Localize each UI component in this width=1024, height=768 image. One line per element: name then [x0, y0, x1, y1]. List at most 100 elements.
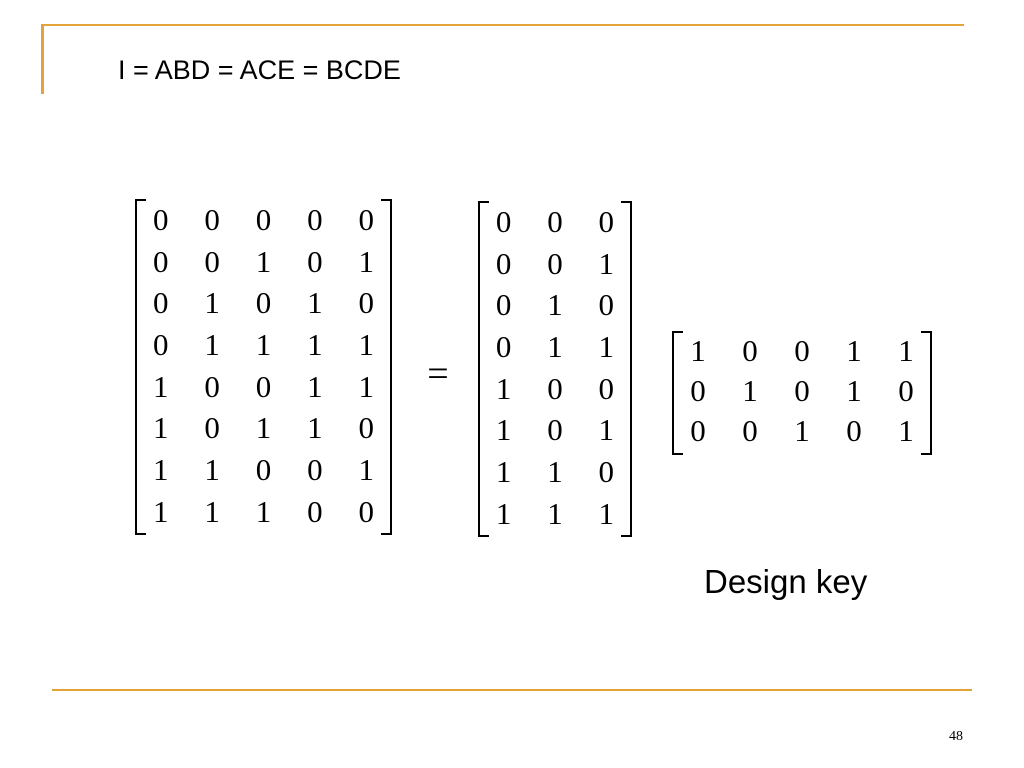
matrix-cell: 0 [794, 373, 810, 408]
matrix-cell: 1 [255, 410, 272, 446]
matrix-cell: 1 [152, 410, 169, 446]
matrix-cell: 0 [742, 333, 758, 368]
matrix-cell: 0 [898, 373, 914, 408]
matrix-cell: 0 [598, 287, 614, 323]
matrix-cell: 1 [547, 287, 563, 323]
matrix-cell: 0 [598, 454, 614, 490]
matrix-cell: 1 [690, 333, 706, 368]
matrix-cell: 1 [547, 329, 563, 365]
matrix-row: 1 0 0 1 1 [672, 331, 932, 371]
matrix-cell: 0 [152, 243, 169, 279]
matrix-cell: 1 [495, 412, 512, 448]
matrix-cell: 1 [742, 373, 758, 408]
slide-title: I = ABD = ACE = BCDE [118, 55, 401, 85]
page-number: 48 [949, 729, 963, 744]
bracket-right [621, 201, 632, 537]
matrix-row: 0 1 0 1 0 [672, 371, 932, 411]
matrix-cell: 0 [547, 245, 563, 281]
footer-rule [52, 689, 972, 691]
matrix-cell: 0 [307, 202, 323, 237]
equals-sign: = [427, 353, 449, 395]
bracket-right [381, 199, 392, 535]
matrix-cell: 0 [547, 370, 563, 406]
matrix-cell: 1 [307, 410, 323, 446]
matrix-cell: 1 [204, 285, 220, 321]
matrix-cell: 0 [255, 202, 272, 237]
matrix-cell: 1 [547, 454, 563, 490]
matrix-cell: 0 [742, 413, 758, 448]
matrix-cell: 0 [204, 243, 220, 279]
bracket-left [672, 331, 683, 455]
matrix-cell: 1 [358, 327, 375, 363]
matrix-cell: 1 [152, 368, 169, 404]
matrix-cell: 1 [255, 327, 272, 363]
matrix-cell: 0 [204, 202, 220, 237]
matrix-cell: 0 [495, 245, 512, 281]
matrix-cell: 1 [255, 493, 272, 529]
matrix-cell: 1 [898, 333, 914, 368]
matrix-cell: 1 [307, 285, 323, 321]
matrix-cell: 1 [307, 327, 323, 363]
matrix-cell: 0 [152, 327, 169, 363]
matrix-cell: 0 [307, 243, 323, 279]
matrix-cell: 0 [547, 412, 563, 448]
matrix-cell: 1 [598, 412, 614, 448]
matrix-cell: 1 [358, 368, 375, 404]
matrix-cell: 0 [358, 493, 375, 529]
matrix-cell: 0 [598, 204, 614, 239]
matrix-cell: 0 [255, 285, 272, 321]
bracket-right [921, 331, 932, 455]
matrix-cell: 1 [898, 413, 914, 448]
matrix-cell: 1 [204, 452, 220, 488]
matrix-cell: 1 [204, 327, 220, 363]
bracket-left [478, 201, 489, 537]
matrix-cell: 0 [794, 333, 810, 368]
matrix-cell: 0 [495, 329, 512, 365]
matrix-cell: 0 [846, 413, 862, 448]
matrix-cell: 1 [598, 495, 614, 531]
header-rule-left [41, 24, 44, 94]
matrix-cell: 0 [358, 285, 375, 321]
matrix-cell: 1 [255, 243, 272, 279]
matrix-cell: 0 [690, 413, 706, 448]
matrix-cell: 0 [495, 204, 512, 239]
matrix-cell: 0 [204, 368, 220, 404]
matrix-cell: 1 [598, 245, 614, 281]
matrix-cell: 1 [846, 373, 862, 408]
matrix-cell: 0 [152, 285, 169, 321]
matrix-cell: 0 [152, 202, 169, 237]
matrix-cell: 1 [358, 243, 375, 279]
matrix-cell: 1 [307, 368, 323, 404]
matrix-cell: 0 [358, 202, 375, 237]
header-rule-top [42, 24, 964, 26]
matrix-cell: 1 [495, 454, 512, 490]
matrix-cell: 0 [307, 493, 323, 529]
matrix-cell: 0 [690, 373, 706, 408]
matrix-cell: 1 [152, 493, 169, 529]
matrix-cell: 1 [598, 329, 614, 365]
matrix-cell: 1 [152, 452, 169, 488]
matrix-cell: 1 [495, 495, 512, 531]
design-key-label: Design key [704, 563, 868, 600]
matrix-cell: 0 [255, 452, 272, 488]
matrix-cell: 1 [846, 333, 862, 368]
matrix-cell: 0 [495, 287, 512, 323]
matrix-cell: 1 [547, 495, 563, 531]
